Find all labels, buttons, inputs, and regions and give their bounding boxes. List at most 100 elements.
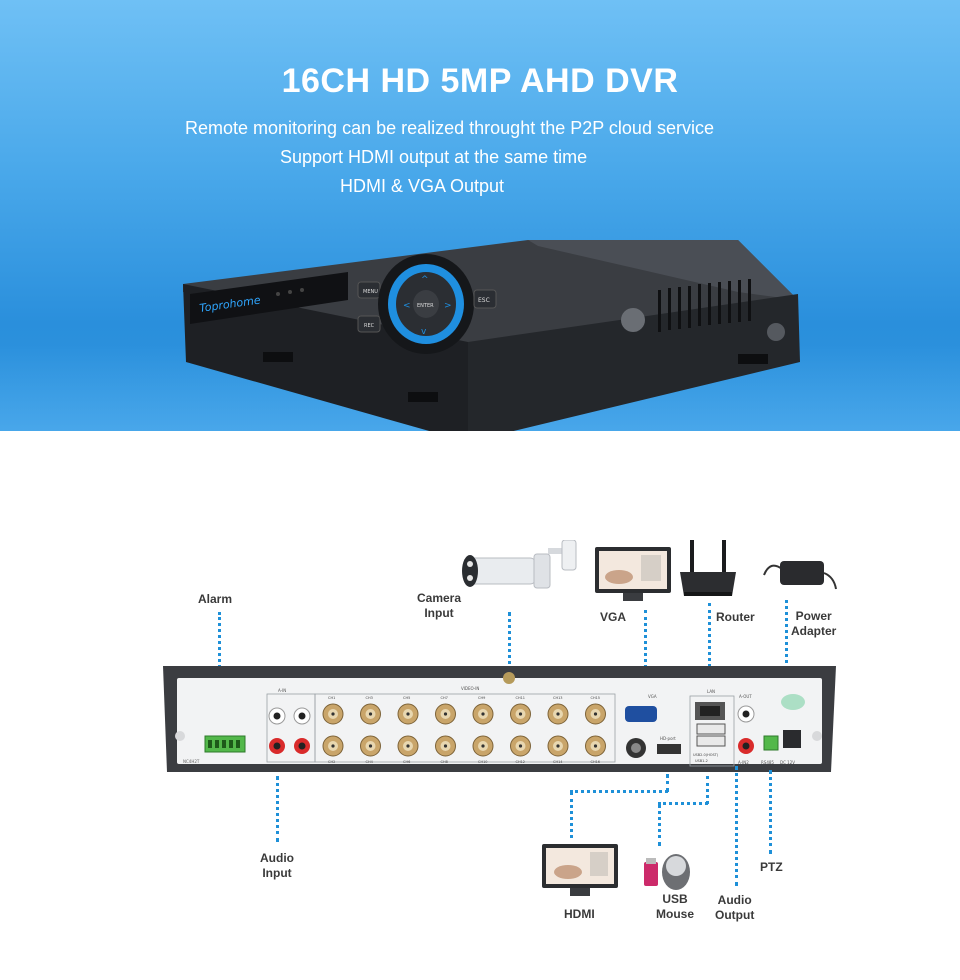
bnc-channel-label: CH9 [478,696,485,700]
hdmi-monitor-icon [542,844,618,896]
label-ptz: PTZ [760,860,783,874]
label-power-adapter-line1: Power [795,609,832,623]
bnc-connector: CH6 [397,735,419,764]
camera-connector-line [508,612,511,672]
a-in2-label: A-IN2 [738,760,749,765]
power-adapter-icon [763,561,837,590]
usb-port-label: USB2.0(HOST) [693,753,719,757]
bnc-channel-label: CH11 [516,696,526,700]
power-connector-line [785,600,788,705]
banner-line-3: HDMI & VGA Output [340,176,505,196]
label-camera-input-line1: Camera [417,591,462,605]
usb-connector-line [658,804,661,846]
label-power-adapter-line2: Adapter [791,624,837,638]
svg-text:v: v [421,327,427,337]
label-audio-input: Audio Input [260,851,294,881]
hdmi-connector-line-up [666,774,669,792]
bnc-channel-label: CH4 [366,760,374,764]
bnc-connector: CH2 [322,735,344,764]
vga-connector-line [644,610,647,686]
bnc-channel-label: CH7 [441,696,448,700]
bnc-channel-label: CH15 [591,696,601,700]
menu-button-label: MENU [363,289,378,295]
audio-output-connector-line [735,766,738,886]
vga-port-label: VGA [648,694,657,699]
bnc-connector: CH9 [472,696,494,725]
rs485-label: RS485 [761,760,774,765]
hdmi-connector-line-h [570,790,668,793]
bnc-connector: CH8 [435,735,456,764]
banner-line-2: Support HDMI output at the same time [280,147,588,167]
bnc-connector: CH3 [360,696,381,725]
vga-monitor-icon [595,547,671,601]
model-label: NC4H2T [183,759,200,764]
label-router: Router [716,610,755,624]
bnc-connector: CH4 [360,735,381,764]
bnc-connector: CH13 [547,696,569,725]
label-camera-input: Camera Input [417,591,461,621]
bnc-connector: CH11 [510,696,531,725]
rec-button-label: REC [364,323,375,329]
enter-button-label: ENTER [417,303,434,309]
bnc-connector: CH16 [585,735,606,764]
a-out-label: A-OUT [739,694,752,699]
side-vents [658,279,751,332]
esc-button-label: ESC [478,297,490,304]
bnc-channel-label: CH12 [516,760,526,764]
bnc-channel-label: CH16 [591,760,601,764]
router-icon [680,540,736,596]
hd-port-label: HD-port [660,736,676,741]
usb-connector-line-h [658,802,708,805]
label-usb-mouse: USB Mouse [656,892,694,922]
bnc-channel-label: CH3 [366,696,373,700]
label-usb-mouse-line2: Mouse [656,907,695,921]
hdmi-connector-line [570,792,573,838]
bnc-connector: CH1 [322,696,344,725]
video-in-label: VIDEO-IN [461,686,479,691]
usb-mouse-icon [644,854,690,890]
audio-in-label: A-IN [278,688,286,693]
dvr-rear-panel: NC4H2T A-IN VIDEO-IN CH1CH2CH3CH4CH5CH6C… [163,666,836,772]
bnc-channel-label: CH13 [553,696,563,700]
bnc-channel-label: CH10 [478,760,488,764]
router-connector-line [708,603,711,685]
label-hdmi: HDMI [564,907,595,921]
usb-connector-line-up [706,776,709,804]
label-audio-input-line2: Input [262,866,292,880]
label-power-adapter: Power Adapter [791,609,836,639]
bnc-connector: CH7 [435,696,456,725]
alarm-connector-line [218,612,221,686]
label-vga: VGA [600,610,627,624]
label-alarm: Alarm [198,592,233,606]
dvr-front-image: Toprohome MENU REC ENTER ^ v < > ESC [183,240,800,431]
bnc-connector: CH12 [510,735,531,764]
bnc-connector: CH10 [472,735,494,764]
label-audio-output-line2: Output [715,908,755,922]
product-banner: 16CH HD 5MP AHD DVR Remote monitoring ca… [0,0,960,431]
label-audio-output-line1: Audio [717,893,752,907]
bnc-channel-label: CH5 [403,696,410,700]
bnc-channel-label: CH14 [553,760,563,764]
lan-port-label: LAN [707,689,715,694]
svg-text:>: > [444,301,452,311]
banner-line-1: Remote monitoring can be realized throug… [185,118,714,138]
bnc-channel-label: CH1 [328,696,335,700]
bnc-channel-label: CH8 [441,760,448,764]
bnc-connector: CH15 [585,696,606,725]
bnc-channel-label: CH2 [328,760,335,764]
usb-sub-label: USB1-2 [695,759,708,763]
label-usb-mouse-line1: USB [662,892,688,906]
bnc-channel-label: CH6 [403,760,410,764]
audio-input-connector-line [276,776,279,842]
label-camera-input-line2: Input [424,606,454,620]
svg-text:<: < [403,301,411,311]
banner-title: 16CH HD 5MP AHD DVR [281,62,679,100]
label-audio-output: Audio Output [715,893,754,923]
label-audio-input-line1: Audio [260,851,294,865]
ptz-connector-line [769,770,772,854]
svg-text:^: ^ [421,275,429,285]
bnc-connector: CH5 [397,696,419,725]
bnc-connector: CH14 [547,735,569,764]
camera-icon [462,540,577,589]
